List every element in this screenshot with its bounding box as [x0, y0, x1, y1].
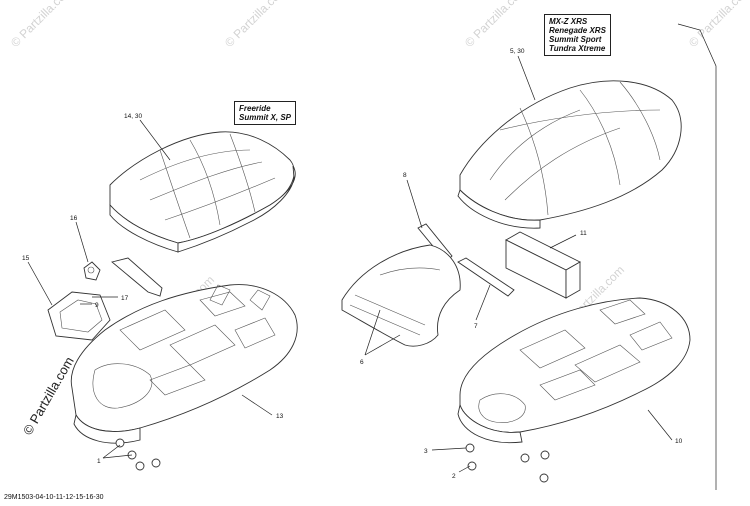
callout-15: 15 — [22, 255, 30, 262]
callout-11: 11 — [580, 230, 587, 237]
callout-3: 3 — [424, 448, 428, 455]
callout-2: 2 — [452, 473, 456, 480]
model-group-left: Freeride Summit X, SP — [234, 101, 297, 125]
callout-7: 7 — [474, 323, 478, 330]
part-11 — [505, 231, 581, 299]
model-name: MX-Z XRS — [549, 17, 588, 26]
seat-right — [457, 80, 682, 229]
callout-8: 8 — [403, 172, 407, 179]
callout-9: 9 — [95, 302, 99, 309]
fasteners-2-3 — [465, 443, 550, 483]
console-left — [70, 284, 298, 444]
model-name: Freeride — [239, 104, 271, 113]
model-name: Tundra Xtreme — [549, 44, 606, 53]
part-16 — [83, 261, 101, 281]
callout-10: 10 — [675, 438, 683, 445]
model-group-right: MX-Z XRS Renegade XRS Summit Sport Tundr… — [544, 14, 611, 56]
part-15 — [47, 291, 111, 341]
fasteners-1 — [115, 438, 161, 471]
callout-1: 1 — [97, 458, 101, 465]
callout-6: 6 — [360, 359, 364, 366]
callout-5-30: 5, 30 — [510, 48, 525, 55]
drawing-code: 29M1503-04-10-11-12-15-16-30 — [4, 494, 104, 501]
callout-17: 17 — [121, 295, 129, 302]
seat-left — [109, 131, 296, 253]
model-name: Summit X, SP — [239, 113, 292, 122]
part-7 — [457, 257, 515, 297]
part-6 — [341, 244, 461, 347]
model-name: Renegade XRS — [549, 26, 606, 35]
model-name: Summit Sport — [549, 35, 602, 44]
callout-13: 13 — [276, 413, 284, 420]
callout-14-30: 14, 30 — [124, 113, 142, 120]
part-17 — [111, 257, 163, 297]
frame-line — [677, 23, 717, 490]
console-right — [457, 297, 691, 444]
callout-16: 16 — [70, 215, 78, 222]
